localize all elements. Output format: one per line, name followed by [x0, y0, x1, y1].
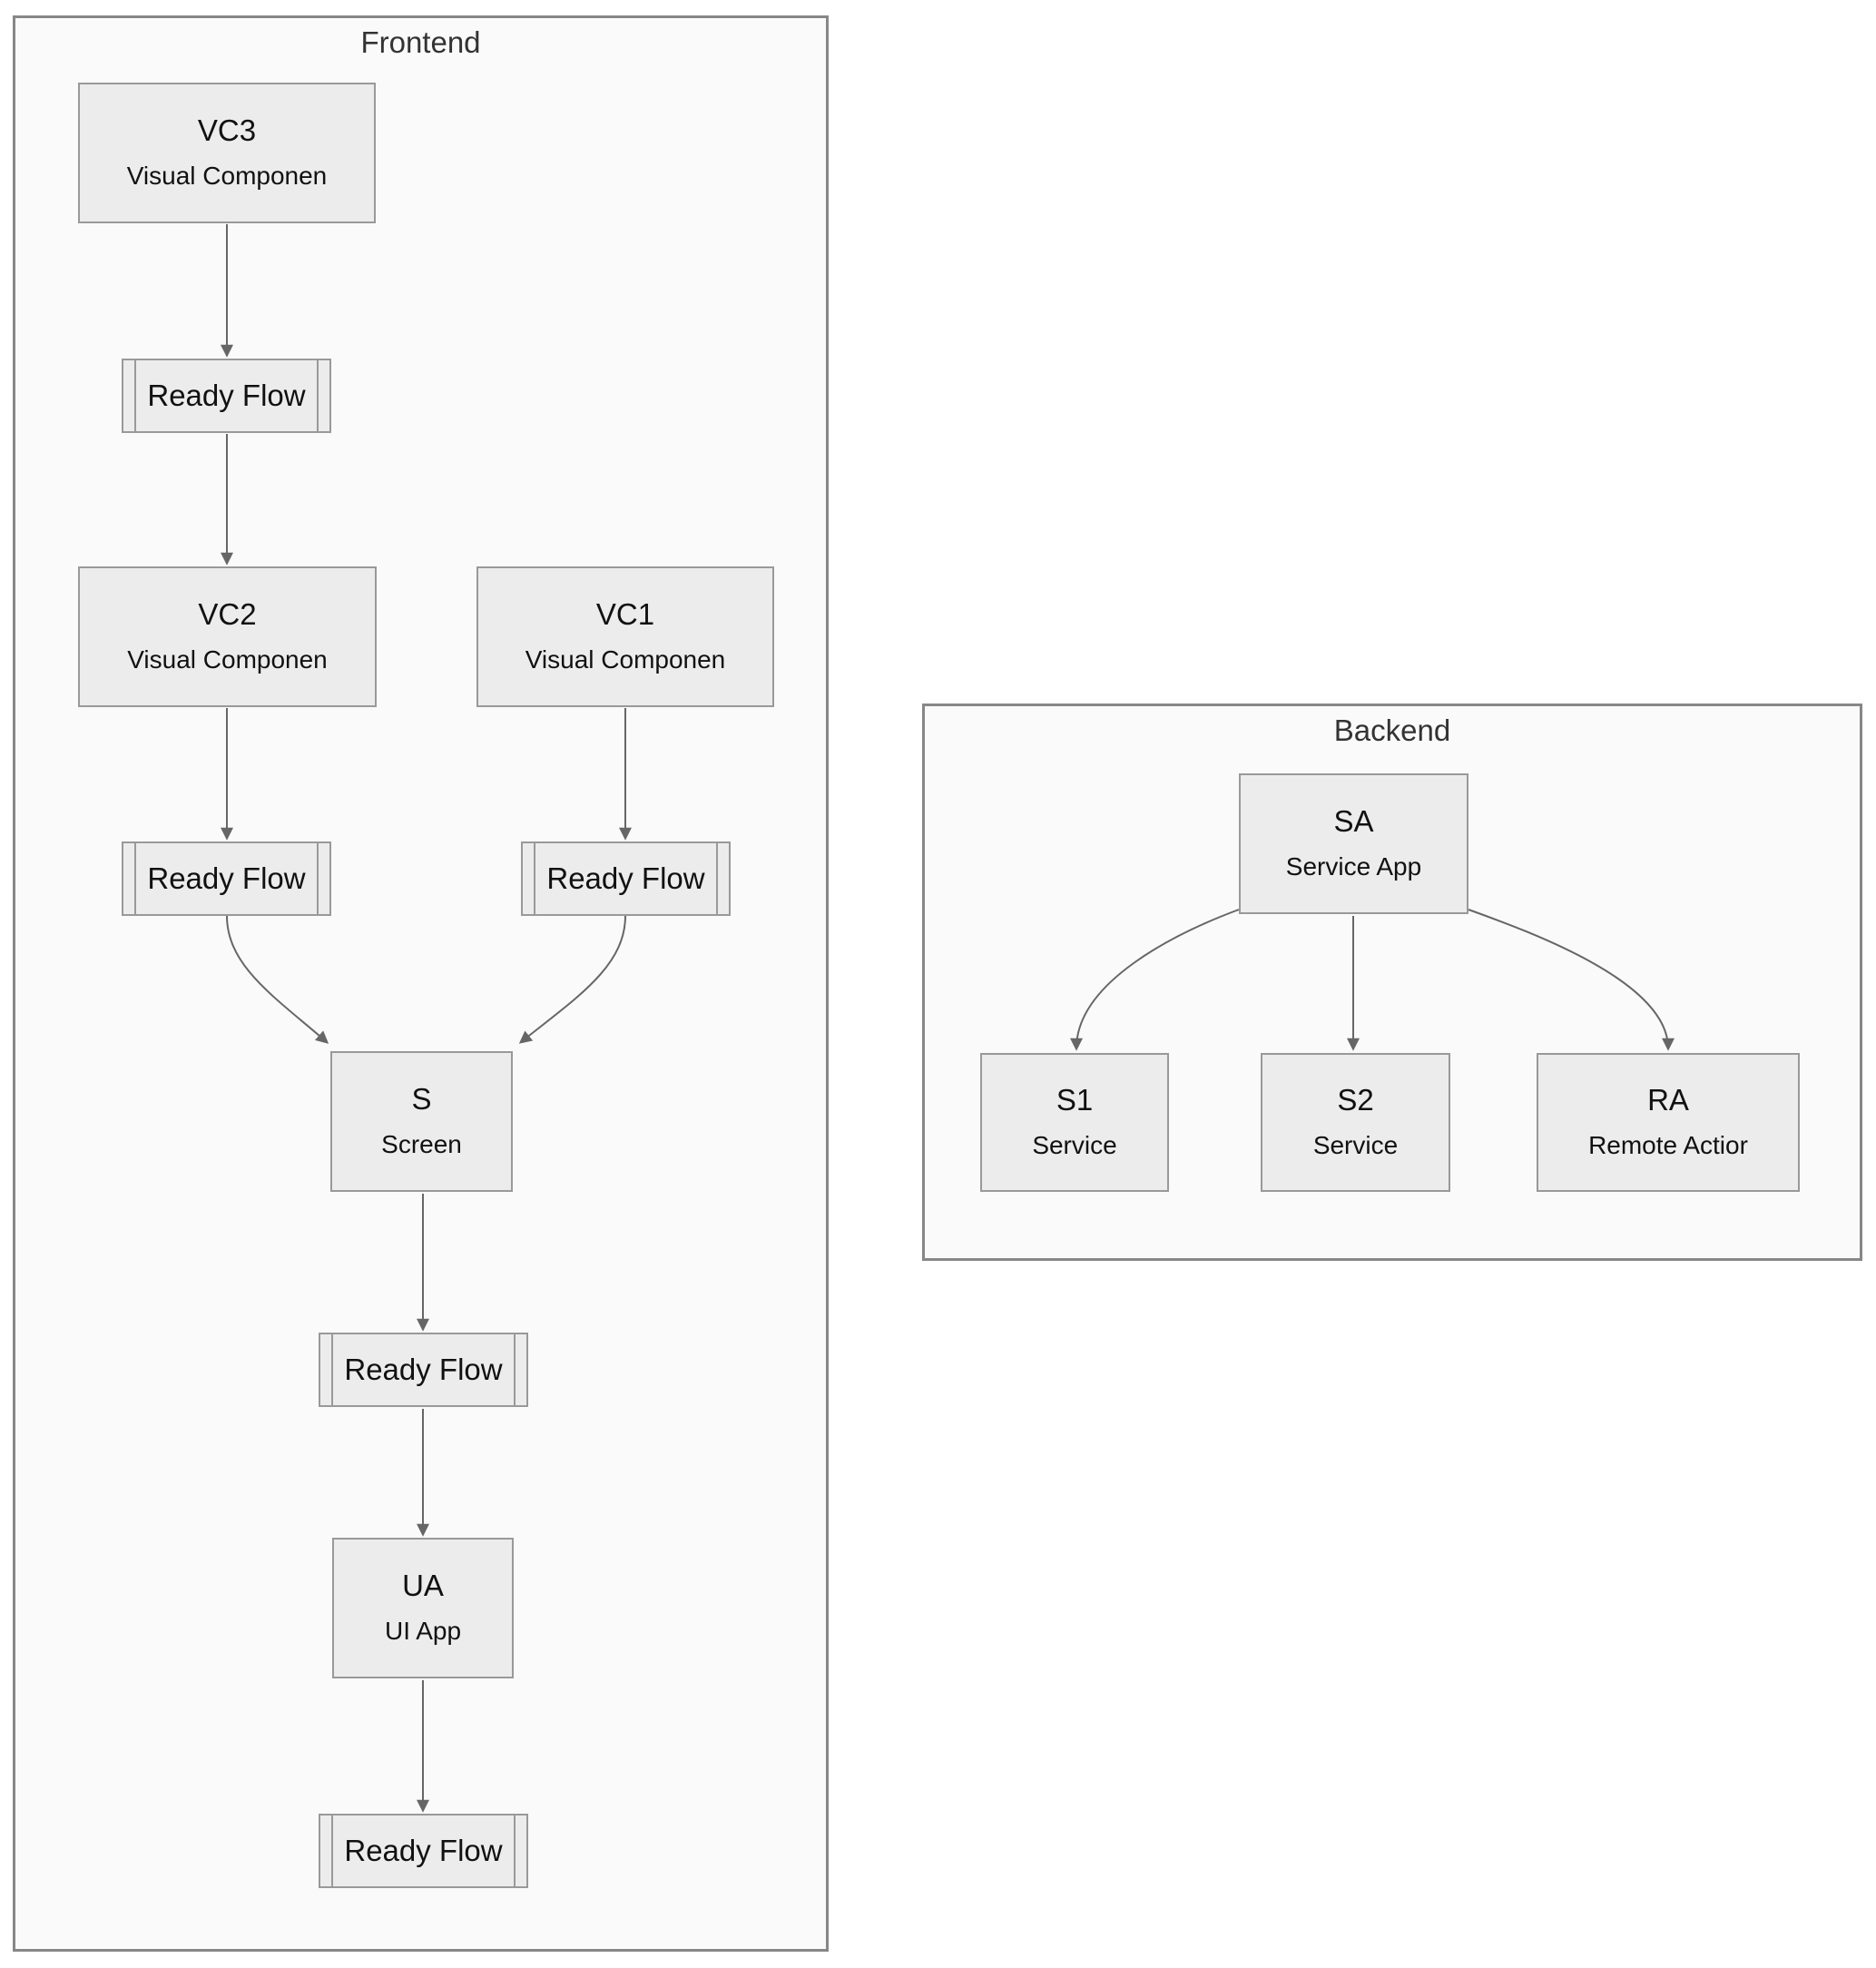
node-rf4: Ready Flow	[319, 1333, 528, 1407]
node-s2-label: Service	[1312, 1130, 1399, 1159]
node-s-code: S	[411, 1081, 432, 1116]
node-vc1: VC1 Visual Componen	[476, 566, 774, 707]
node-vc3-code: VC3	[197, 113, 257, 147]
node-ra-label: Remote Actior	[1588, 1130, 1748, 1159]
node-ra-code: RA	[1647, 1082, 1689, 1117]
node-sa: SA Service App	[1239, 773, 1468, 914]
node-s1: S1 Service	[980, 1053, 1169, 1192]
node-rf3-label: Ready Flow	[546, 861, 705, 895]
node-rf5: Ready Flow	[319, 1814, 528, 1888]
node-sa-code: SA	[1333, 803, 1374, 838]
node-rf1: Ready Flow	[122, 359, 331, 433]
node-ua-label: UI App	[384, 1616, 462, 1645]
node-s2-code: S2	[1337, 1082, 1374, 1117]
node-rf1-label: Ready Flow	[147, 379, 306, 412]
node-rf3: Ready Flow	[521, 841, 731, 916]
cluster-backend-label: Backend	[1333, 713, 1451, 747]
node-s1-label: Service	[1032, 1130, 1117, 1159]
node-sa-label: Service App	[1285, 851, 1422, 881]
node-rf2-label: Ready Flow	[147, 861, 306, 895]
cluster-frontend-label: Frontend	[360, 25, 481, 59]
node-ua: UA UI App	[332, 1538, 514, 1678]
node-vc1-code: VC1	[595, 596, 655, 631]
node-s2: S2 Service	[1261, 1053, 1450, 1192]
node-rf2: Ready Flow	[122, 841, 331, 916]
node-s: S Screen	[330, 1051, 513, 1192]
node-vc2: VC2 Visual Componen	[78, 566, 377, 707]
node-vc2-label: Visual Componen	[127, 645, 328, 674]
node-vc2-code: VC2	[198, 596, 257, 631]
node-ra: RA Remote Actior	[1537, 1053, 1800, 1192]
node-s1-code: S1	[1056, 1082, 1094, 1117]
node-vc3: VC3 Visual Componen	[78, 83, 376, 223]
node-s-label: Screen	[381, 1129, 462, 1158]
node-vc3-label: Visual Componen	[126, 161, 328, 190]
node-rf4-label: Ready Flow	[344, 1353, 503, 1386]
node-rf5-label: Ready Flow	[344, 1834, 503, 1867]
node-vc1-label: Visual Componen	[525, 645, 726, 674]
node-ua-code: UA	[402, 1568, 444, 1602]
